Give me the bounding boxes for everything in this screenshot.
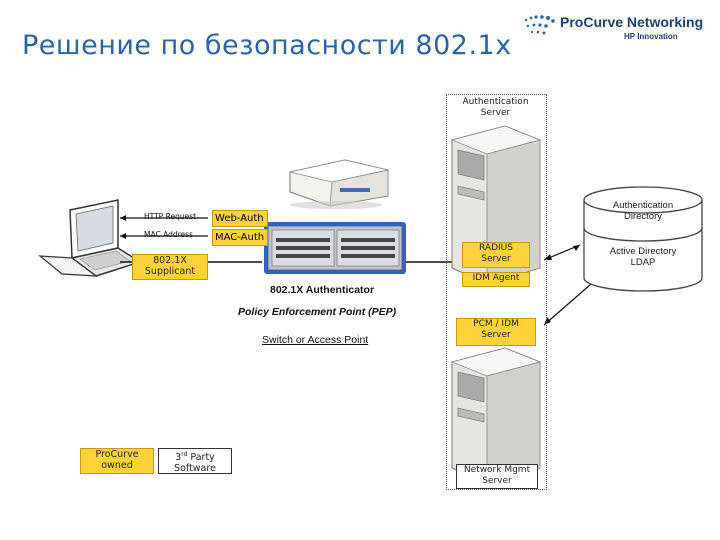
authenticator-label: 802.1X Authenticator [270,284,375,296]
logo-sub-text: HP Innovation [624,32,678,41]
auth-server-label: Authentication Server [462,97,529,118]
laptop-icon [38,199,142,277]
pcm-idm-server-tag: PCM / IDM Server [456,318,536,346]
server-icon-2 [450,347,542,485]
radius-server-tag: RADIUS Server [462,242,530,268]
server-column-box [446,94,547,490]
auth-directory-label: Authentication Directory [612,200,674,222]
access-point-icon [289,159,389,209]
web-auth-tag: Web-Auth [212,210,268,227]
idm-agent-tag: IDM Agent [462,272,530,287]
legend-third-party: 3rd Party Software [158,448,232,474]
switch-icon [264,222,406,274]
logo-brand-text: ProCurve Networking [560,14,704,30]
logo-swoosh-icon [524,15,555,35]
supplicant-tag: 802.1X Supplicant [132,254,208,280]
mac-address-label: MAC Address [144,230,193,239]
http-request-label: HTTP Request [144,212,197,221]
page-title: Решение по безопасности 802.1x [22,30,512,61]
legend-procurve-owned: ProCurve owned [80,448,154,474]
mac-auth-tag: MAC-Auth [212,229,268,246]
procurve-logo [520,10,710,50]
pep-label: Policy Enforcement Point (PEP) [238,306,397,318]
directory-cylinder-icon [583,186,703,292]
network-mgmt-server-tag: Network Mgmt Server [456,464,538,489]
active-directory-label: Active Directory LDAP [609,246,677,268]
switch-ap-label: Switch or Access Point [262,334,369,346]
